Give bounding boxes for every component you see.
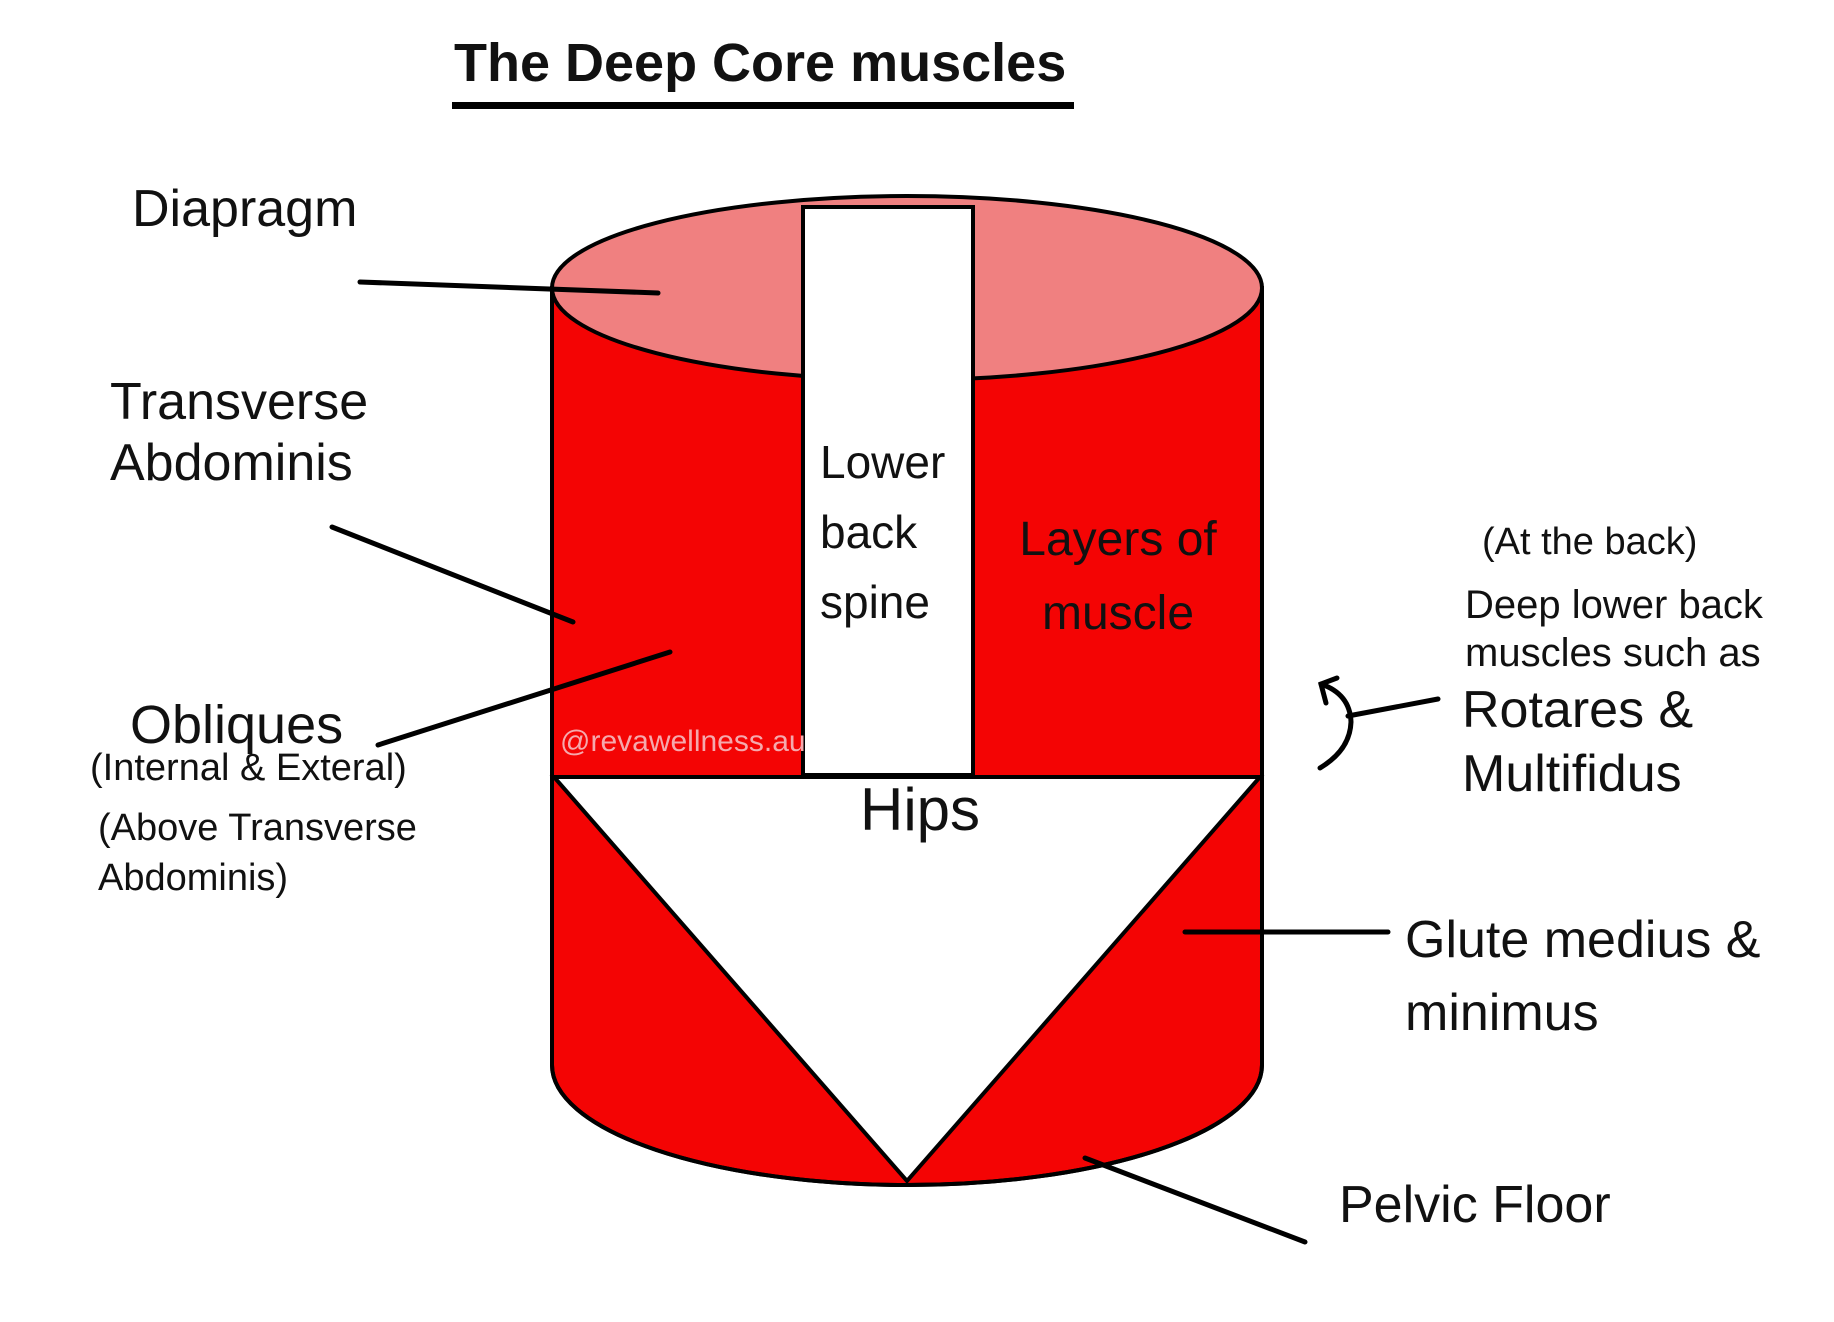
label-obliques-above-transverse: (Above Transverse Abdominis): [98, 803, 417, 903]
label-transverse-line2: Abdominis: [110, 433, 353, 492]
label-deep-lower-back: Deep lower back: [1465, 583, 1763, 627]
leader-line-pelvic-floor: [1082, 1155, 1308, 1245]
label-hips: Hips: [859, 776, 981, 843]
label-lower-back-spine: Lower back spine: [820, 428, 945, 638]
label-layers-line2: muscle: [1041, 586, 1195, 640]
label-obliques-internal-external: (Internal & Exteral): [90, 747, 407, 789]
label-glute-medius-minimus: Glute medius & minimus: [1405, 904, 1761, 1050]
label-at-the-back: (At the back): [1482, 521, 1698, 563]
diagram-title: The Deep Core muscles: [452, 36, 1075, 109]
leader-line-obliques: [375, 649, 673, 748]
label-transverse-abdominis: Transverse Abdominis: [110, 372, 368, 494]
spine-rect: [801, 205, 975, 777]
label-obliques-note2-line1: (Above Transverse: [98, 807, 417, 849]
watermark: @revawellness.au: [560, 725, 806, 758]
label-multifidus: Multifidus: [1462, 745, 1682, 803]
label-obliques: Obliques: [130, 695, 344, 755]
pelvic-floor-arc: [550, 1064, 1264, 1187]
label-layers-of-muscle: Layers of muscle: [1000, 503, 1236, 651]
label-muscles-such-as: muscles such as: [1465, 631, 1761, 675]
label-spine-line1: Lower: [820, 436, 946, 488]
curved-arrow-head: [1318, 675, 1340, 706]
leader-line-diaphragm: [357, 279, 661, 296]
label-obliques-note2-line2: Abdominis): [98, 857, 289, 900]
hips-triangle: [549, 775, 1265, 1185]
label-pelvic-floor: Pelvic Floor: [1339, 1176, 1611, 1234]
label-glute-line2: minimus: [1405, 983, 1599, 1042]
label-glute-line1: Glute medius &: [1405, 911, 1761, 969]
label-rotares: Rotares &: [1462, 681, 1694, 739]
leader-line-rotares: [1345, 696, 1441, 719]
label-spine-line2: back: [820, 505, 918, 558]
label-layers-line1: Layers of: [1019, 513, 1217, 566]
curved-arrow-back-muscles: [1317, 681, 1354, 771]
label-diaphragm: Diapragm: [132, 180, 358, 238]
label-spine-line3: spine: [820, 575, 930, 628]
leader-line-transverse: [329, 524, 576, 625]
label-transverse-line1: Transverse: [110, 373, 369, 431]
